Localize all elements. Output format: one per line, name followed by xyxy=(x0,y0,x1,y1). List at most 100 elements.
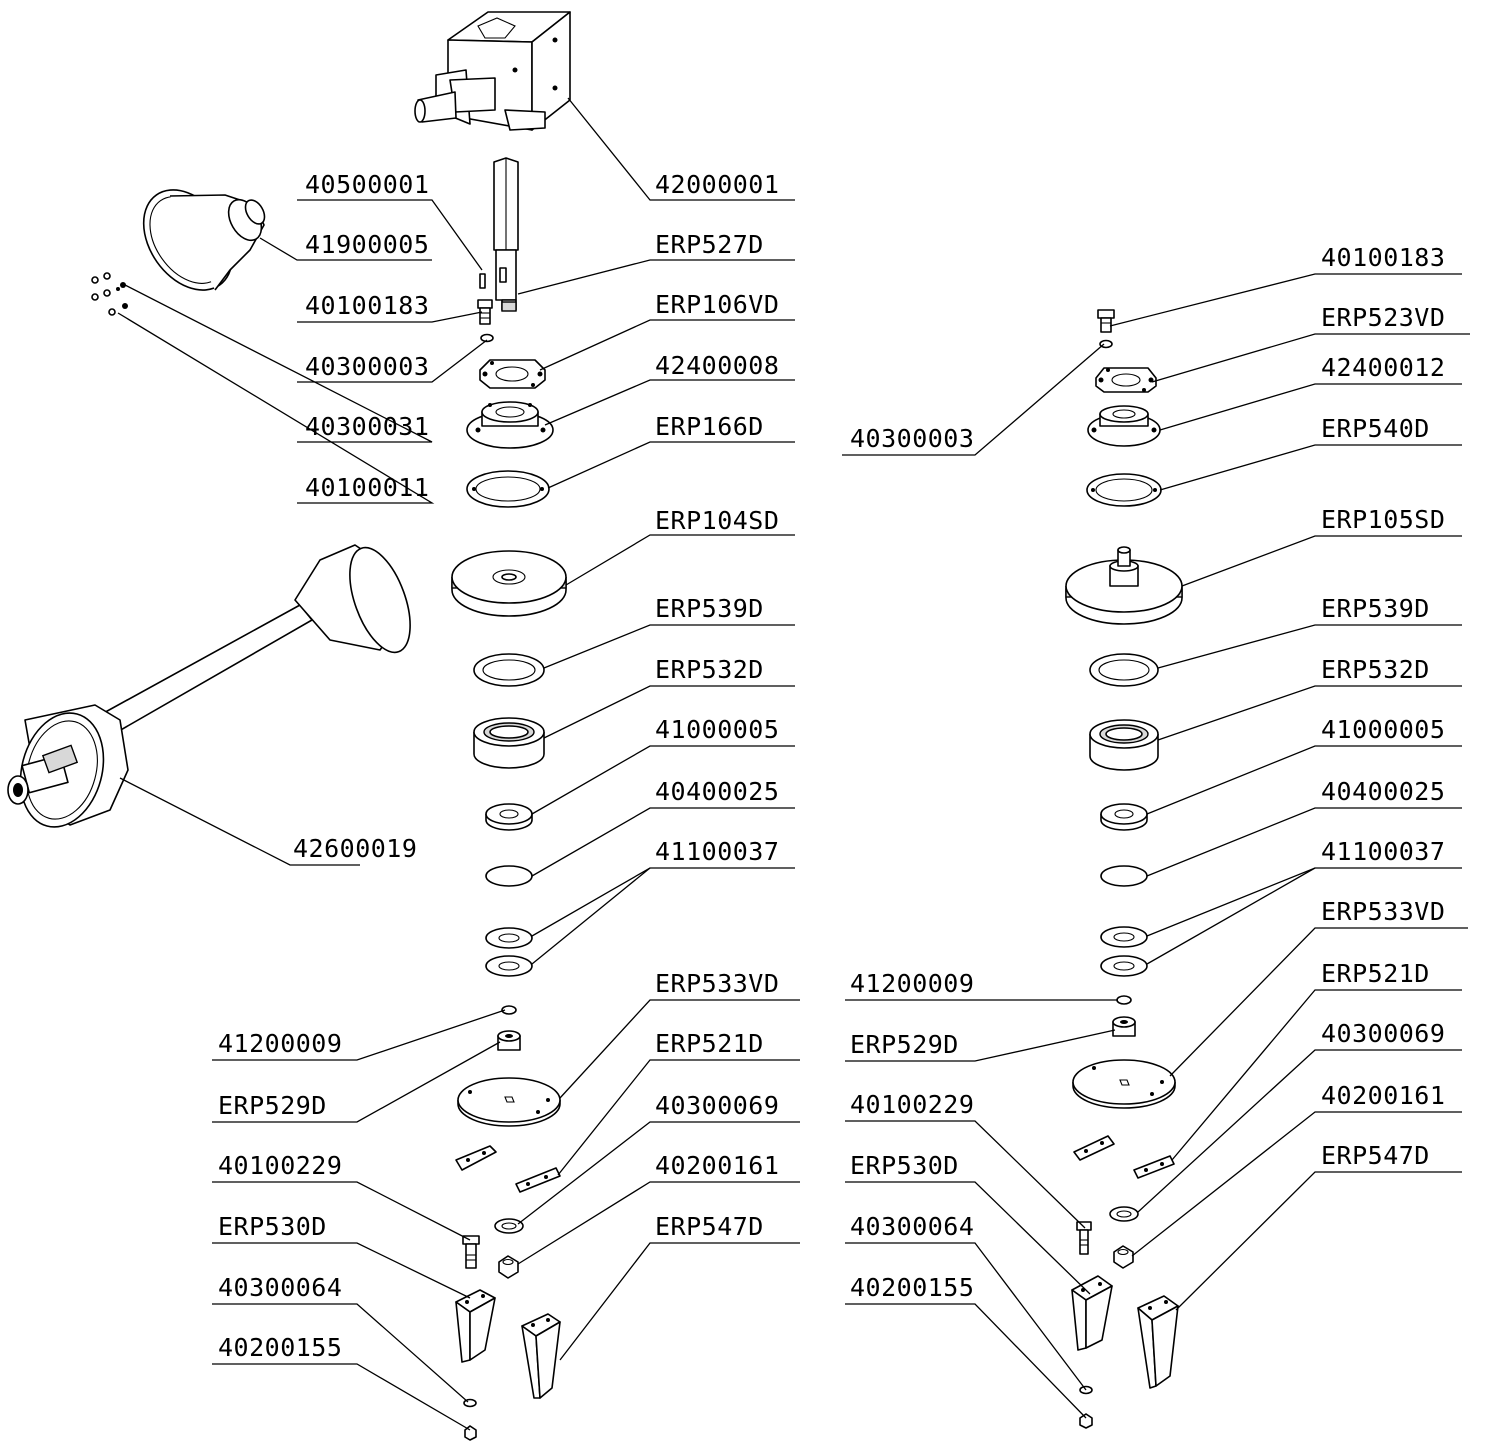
label-cover-screw: 40100183 xyxy=(305,291,429,320)
r-disc-part xyxy=(1072,1059,1176,1109)
r-label-shims: 41100037 xyxy=(1321,837,1445,866)
label-disc: ERP533VD xyxy=(655,969,779,998)
label-tine-nut: 40200155 xyxy=(218,1333,342,1362)
cover-screw-part xyxy=(477,299,493,325)
label-screw-b: 40100011 xyxy=(305,473,429,502)
label-seal: ERP539D xyxy=(655,594,764,623)
r-label-circlip: 40400025 xyxy=(1321,777,1445,806)
r-flange-plate-part xyxy=(1095,367,1157,393)
left-assembly xyxy=(7,11,571,1441)
label-washer-a: 40300003 xyxy=(305,352,429,381)
blade-washer-part xyxy=(494,1218,524,1234)
flange-plate-part xyxy=(479,359,546,389)
r-shims-part xyxy=(1100,926,1148,977)
left-leaders xyxy=(117,97,800,1431)
label-gearbox: 42000001 xyxy=(655,170,779,199)
label-snap-ring: 41200009 xyxy=(218,1029,342,1058)
cover-part xyxy=(142,189,266,291)
tine-left-part xyxy=(455,1289,496,1363)
r-spacer-part xyxy=(1100,803,1148,831)
label-washer-b: 40300031 xyxy=(305,412,429,441)
label-tine-right: ERP547D xyxy=(655,1212,764,1241)
disc-part xyxy=(457,1077,561,1127)
r-gasket-part xyxy=(1086,473,1162,507)
blade-nut-part xyxy=(498,1255,519,1279)
key-part xyxy=(479,273,486,289)
label-tine-left: ERP530D xyxy=(218,1212,327,1241)
gasket-part xyxy=(466,470,550,508)
label-blade-holder: ERP521D xyxy=(655,1029,764,1058)
gear-part xyxy=(451,550,567,617)
label-blade-washer: 40300069 xyxy=(655,1091,779,1120)
r-blade-holder-part xyxy=(1073,1135,1175,1179)
r-bolt-part xyxy=(1076,1221,1092,1255)
r-label-bolt: 40100229 xyxy=(850,1090,974,1119)
r-label-tine-right: ERP547D xyxy=(1321,1141,1430,1170)
label-tine-washer: 40300064 xyxy=(218,1273,342,1302)
bolt-part xyxy=(462,1235,480,1269)
r-label-bushing: ERP529D xyxy=(850,1030,959,1059)
right-leaders xyxy=(842,273,1470,1419)
label-cover: 41900005 xyxy=(305,230,429,259)
r-label-cover-screw: 40100183 xyxy=(1321,243,1445,272)
r-circlip-part xyxy=(1100,865,1148,887)
label-bushing: ERP529D xyxy=(218,1091,327,1120)
spacer-part xyxy=(485,803,533,831)
r-blade-washer-part xyxy=(1109,1206,1139,1222)
r-label-spacer: 41000005 xyxy=(1321,715,1445,744)
r-label-disc: ERP533VD xyxy=(1321,897,1445,926)
bearing-housing-part xyxy=(466,401,554,449)
label-bolt: 40100229 xyxy=(218,1151,342,1180)
r-label-bearing: ERP532D xyxy=(1321,655,1430,684)
label-gasket: ERP166D xyxy=(655,412,764,441)
tine-nut-part xyxy=(464,1425,477,1441)
r-label-blade-nut: 40200161 xyxy=(1321,1081,1445,1110)
label-key: 40500001 xyxy=(305,170,429,199)
washer-a-part xyxy=(480,333,494,343)
label-flange-plate: ERP106VD xyxy=(655,290,779,319)
r-label-tine-washer: 40300064 xyxy=(850,1212,974,1241)
r-bushing-part xyxy=(1112,1016,1136,1037)
seal-part xyxy=(473,653,545,687)
r-washer-a-part xyxy=(1099,339,1113,349)
r-blade-nut-part xyxy=(1113,1245,1134,1269)
r-tine-right-part xyxy=(1137,1295,1179,1389)
label-gear: ERP104SD xyxy=(655,506,779,535)
r-label-washer-a: 40300003 xyxy=(850,424,974,453)
r-label-seal: ERP539D xyxy=(1321,594,1430,623)
bearing-part xyxy=(473,717,545,769)
r-label-blade-holder: ERP521D xyxy=(1321,959,1430,988)
tine-right-part xyxy=(521,1313,561,1399)
r-label-tine-left: ERP530D xyxy=(850,1151,959,1180)
label-bearing: ERP532D xyxy=(655,655,764,684)
right-labels: 40100183 ERP523VD 42400012 40300003 ERP5… xyxy=(850,243,1445,1302)
label-pto-shaft: 42600019 xyxy=(293,834,417,863)
shims-part xyxy=(485,927,533,977)
r-cover-screw-part xyxy=(1097,309,1115,333)
label-spacer: 41000005 xyxy=(655,715,779,744)
circlip-part xyxy=(485,865,533,887)
r-gear-part xyxy=(1065,546,1183,625)
pto-shaft-part xyxy=(7,544,411,828)
r-bearing-housing-part xyxy=(1087,405,1161,447)
r-tine-left-part xyxy=(1071,1275,1113,1351)
r-seal-part xyxy=(1089,653,1159,687)
label-shaft: ERP527D xyxy=(655,230,764,259)
shaft-part xyxy=(493,157,519,312)
snap-ring-part xyxy=(501,1005,517,1015)
r-label-tine-nut: 40200155 xyxy=(850,1273,974,1302)
left-labels: 42000001 40500001 41900005 ERP527D 40100… xyxy=(218,170,779,1362)
label-circlip: 40400025 xyxy=(655,777,779,806)
small-bolts-part xyxy=(91,272,128,316)
label-blade-nut: 40200161 xyxy=(655,1151,779,1180)
bushing-part xyxy=(497,1030,521,1051)
label-bearing-housing: 42400008 xyxy=(655,351,779,380)
blade-holder-part xyxy=(455,1145,561,1193)
r-bearing-part xyxy=(1089,719,1159,771)
gearbox-part xyxy=(414,11,571,131)
r-label-gasket: ERP540D xyxy=(1321,414,1430,443)
r-tine-nut-part xyxy=(1079,1413,1093,1429)
r-label-flange-plate: ERP523VD xyxy=(1321,303,1445,332)
r-label-blade-washer: 40300069 xyxy=(1321,1019,1445,1048)
